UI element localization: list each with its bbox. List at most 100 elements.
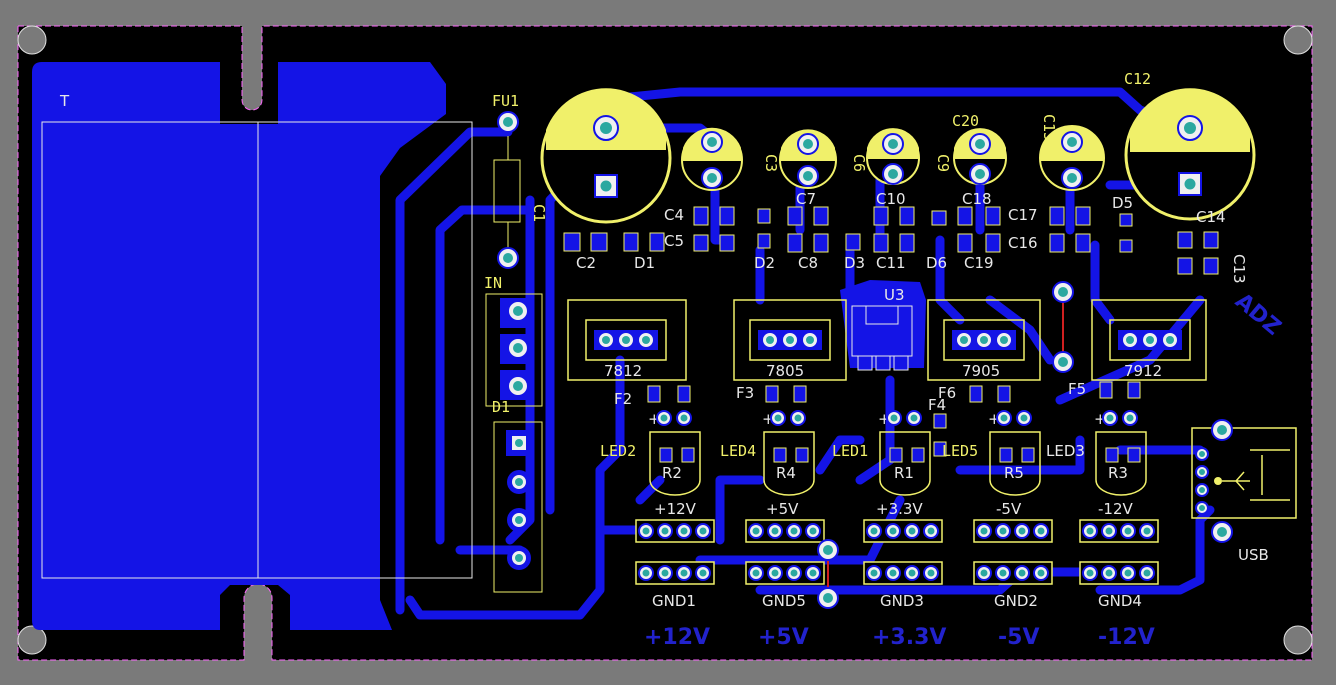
pad-hole bbox=[1184, 178, 1196, 190]
led5-label: LED5 bbox=[942, 442, 978, 460]
c8-label: C8 bbox=[798, 254, 818, 272]
pad-hole bbox=[642, 527, 650, 535]
pad-hole bbox=[680, 527, 688, 535]
pad-hole bbox=[980, 527, 988, 535]
pad-hole bbox=[1126, 336, 1134, 344]
pad-hole bbox=[1037, 569, 1045, 577]
pad-hole bbox=[809, 569, 817, 577]
capacitor-c1-big bbox=[540, 88, 672, 224]
d3-label: D3 bbox=[844, 254, 865, 272]
pad-hole bbox=[1058, 287, 1068, 297]
bridge-label: D1 bbox=[492, 398, 510, 416]
d1-label: D1 bbox=[634, 254, 655, 272]
pad-hole bbox=[771, 527, 779, 535]
pad-hole bbox=[661, 569, 669, 577]
pad-hole bbox=[1000, 414, 1008, 422]
pad-hole bbox=[890, 414, 898, 422]
pad-hole bbox=[908, 569, 916, 577]
pad-hole bbox=[1199, 505, 1205, 511]
pad-hole bbox=[910, 414, 918, 422]
c2-label: C2 bbox=[576, 254, 596, 272]
pad-hole bbox=[1067, 173, 1077, 183]
pad-hole bbox=[699, 527, 707, 535]
pad-hole bbox=[870, 527, 878, 535]
pad-hole bbox=[1067, 137, 1077, 147]
pad-hole bbox=[515, 478, 523, 486]
regulator-footprints bbox=[567, 299, 1207, 381]
pad-hole bbox=[642, 569, 650, 577]
pad-hole bbox=[1199, 451, 1205, 457]
rail-label-5v: +5V bbox=[766, 500, 799, 518]
pad-hole bbox=[680, 414, 688, 422]
led4-label: LED4 bbox=[720, 442, 756, 460]
c1-label: C1 bbox=[530, 204, 548, 222]
pad-hole bbox=[1217, 425, 1227, 435]
gnd-label-4: GND4 bbox=[1098, 592, 1142, 610]
pad-hole bbox=[699, 569, 707, 577]
pad-hole bbox=[513, 343, 523, 353]
u3-footprint bbox=[851, 305, 913, 371]
pad-hole bbox=[1199, 487, 1205, 493]
pad-hole bbox=[771, 569, 779, 577]
bottom-label-neg5v: -5V bbox=[998, 625, 1039, 650]
resistor-pads bbox=[659, 447, 1141, 463]
pad-hole bbox=[790, 527, 798, 535]
c13-label: C13 bbox=[1230, 254, 1248, 284]
header-strips bbox=[635, 519, 1159, 585]
pad-hole bbox=[1018, 569, 1026, 577]
c3-label: C3 bbox=[762, 154, 780, 172]
pad-hole bbox=[960, 336, 968, 344]
f5-label: F5 bbox=[1068, 380, 1086, 398]
pad-hole bbox=[1105, 527, 1113, 535]
pad-hole bbox=[870, 569, 878, 577]
rail-label-3v3: +3.3V bbox=[876, 500, 923, 518]
pad-hole bbox=[642, 336, 650, 344]
pad-hole bbox=[766, 336, 774, 344]
input-label: IN bbox=[484, 274, 502, 292]
pad-hole bbox=[889, 527, 897, 535]
pad-hole bbox=[889, 569, 897, 577]
pad-hole bbox=[515, 439, 523, 447]
pad-hole bbox=[1018, 527, 1026, 535]
gnd-label-2: GND2 bbox=[994, 592, 1038, 610]
regulator-label-7905: 7905 bbox=[962, 362, 1000, 380]
pad-hole bbox=[513, 306, 523, 316]
c7-label: C7 bbox=[796, 190, 816, 208]
pad-hole bbox=[809, 527, 817, 535]
pad-hole bbox=[1124, 527, 1132, 535]
f3-label: F3 bbox=[736, 384, 754, 402]
bottom-label-neg12v: -12V bbox=[1098, 625, 1155, 650]
pad-hole bbox=[794, 414, 802, 422]
led1-label: LED1 bbox=[832, 442, 868, 460]
through-hole-pads bbox=[497, 111, 1233, 609]
pad-hole bbox=[680, 569, 688, 577]
fuse-footprint bbox=[493, 136, 521, 248]
pad-hole bbox=[602, 336, 610, 344]
c15-label: C15 bbox=[1040, 114, 1058, 141]
pad-hole bbox=[1000, 336, 1008, 344]
smd-pads bbox=[563, 206, 1219, 275]
pad-hole bbox=[888, 169, 898, 179]
pad-hole bbox=[1058, 357, 1068, 367]
pad-hole bbox=[774, 414, 782, 422]
fuse-label: FU1 bbox=[492, 92, 519, 110]
pad-hole bbox=[790, 569, 798, 577]
rail-label-neg12v: -12V bbox=[1098, 500, 1133, 518]
pad-hole bbox=[806, 336, 814, 344]
pad-hole bbox=[1143, 527, 1151, 535]
led2-label: LED2 bbox=[600, 442, 636, 460]
pad-hole bbox=[975, 139, 985, 149]
pad-hole bbox=[503, 117, 513, 127]
rail-label-neg5v: -5V bbox=[996, 500, 1022, 518]
pad-hole bbox=[1184, 122, 1196, 134]
c20-label: C20 bbox=[952, 112, 979, 130]
pad-hole bbox=[1086, 527, 1094, 535]
pad-hole bbox=[888, 139, 898, 149]
c6-label: C6 bbox=[850, 154, 868, 172]
d5-label: D5 bbox=[1112, 194, 1133, 212]
d6-label: D6 bbox=[926, 254, 947, 272]
bottom-label-3v3: +3.3V bbox=[872, 625, 946, 650]
regulator-label-7912: 7912 bbox=[1124, 362, 1162, 380]
r3-label: R3 bbox=[1108, 464, 1128, 482]
